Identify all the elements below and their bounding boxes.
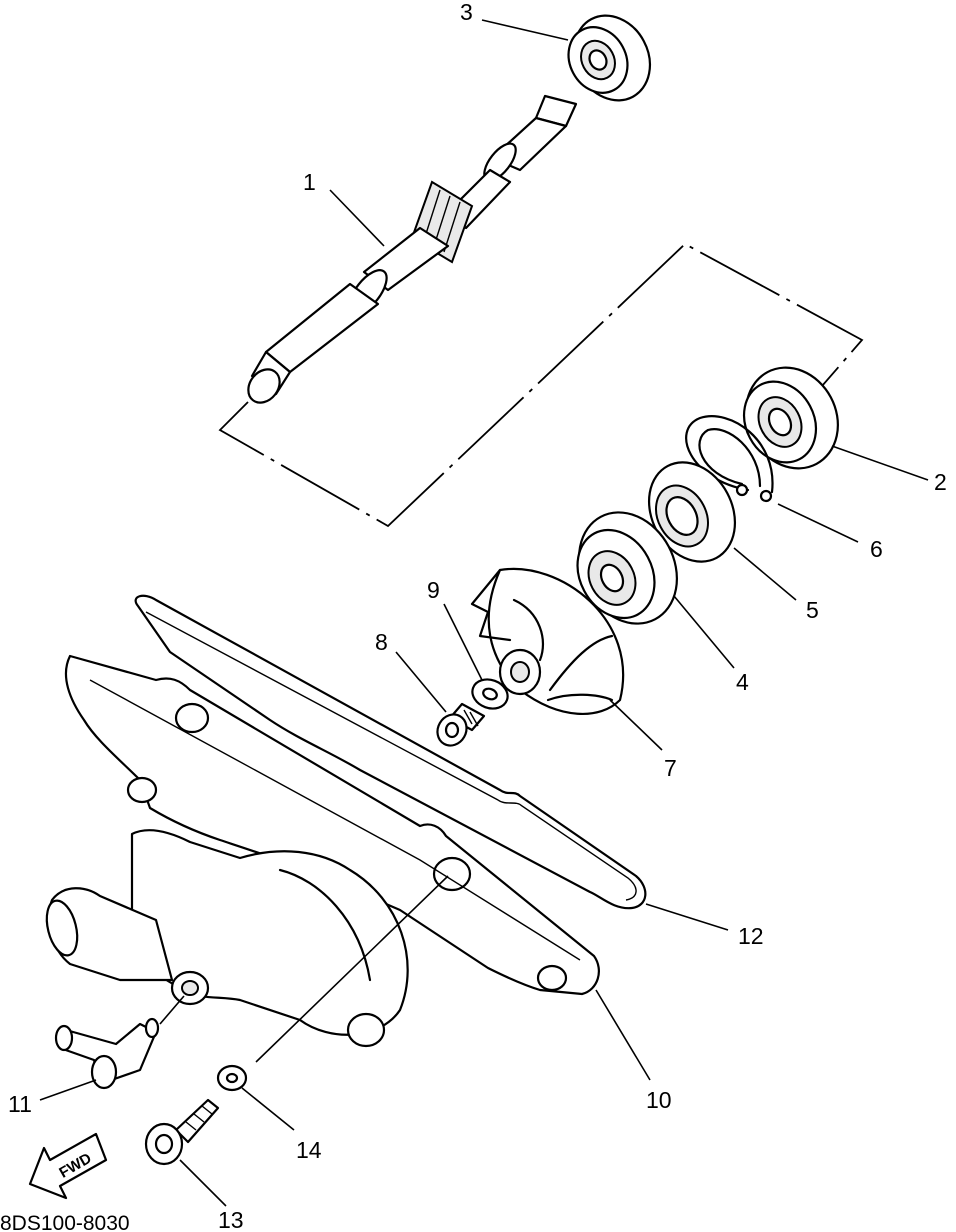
part-9-washer (471, 678, 509, 710)
callout-12: 12 (738, 923, 764, 949)
callout-4: 4 (736, 669, 749, 695)
part-6-circlip (685, 415, 774, 503)
part-11-fitting (54, 1017, 160, 1090)
part-14-washer (216, 1064, 248, 1092)
callout-11: 11 (8, 1091, 32, 1117)
callout-9: 9 (427, 577, 440, 603)
callout-6: 6 (870, 536, 883, 562)
callout-labels: 1 2 3 4 5 6 7 8 9 10 11 12 13 14 (8, 0, 947, 1232)
leader-lines (39, 19, 929, 1207)
drawing-code: 8DS100-8030 (0, 1212, 130, 1232)
part-12-o-ring (134, 594, 647, 910)
callout-10: 10 (646, 1087, 672, 1113)
callout-2: 2 (934, 469, 947, 495)
fwd-direction-arrow-icon: FWD (28, 1132, 108, 1200)
part-4-mechanical-seal (576, 511, 678, 625)
callout-3: 3 (460, 0, 473, 25)
callout-7: 7 (664, 755, 677, 781)
callout-1: 1 (303, 169, 316, 195)
part-7-impeller (470, 567, 625, 716)
part-2-bearing (742, 366, 839, 470)
part-3-bearing (567, 14, 652, 102)
callout-14: 14 (296, 1137, 322, 1163)
part-1-impeller-shaft (247, 94, 578, 404)
part-8-bolt (436, 702, 486, 747)
callout-5: 5 (806, 597, 819, 623)
part-10-pump-cover (64, 654, 600, 996)
pump-body (45, 829, 409, 1048)
assembly-alignment-line (218, 242, 864, 528)
part-13-bolt (144, 1098, 220, 1166)
callout-8: 8 (375, 629, 388, 655)
part-5-oil-seal (647, 461, 737, 563)
callout-13: 13 (218, 1207, 244, 1232)
